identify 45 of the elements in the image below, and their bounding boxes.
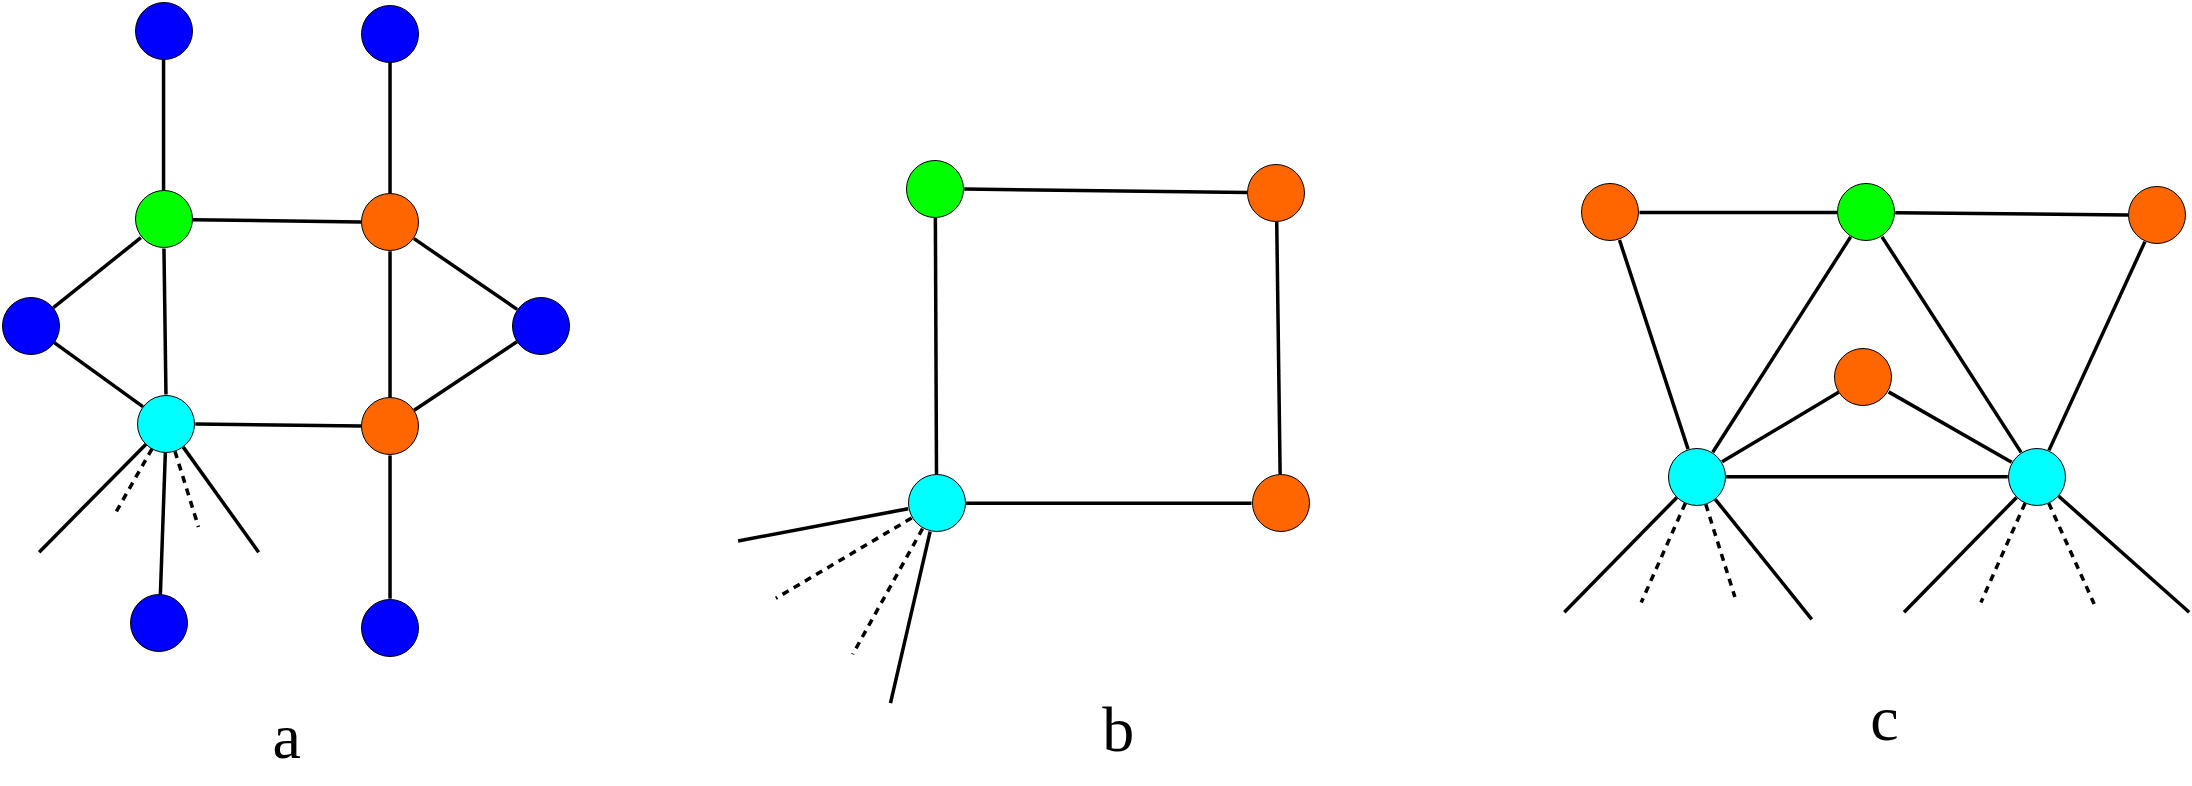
line (195, 422, 362, 428)
line (413, 340, 518, 412)
line (161, 59, 166, 191)
dashed-line (1704, 503, 1737, 598)
dashed-line (173, 450, 201, 528)
line (181, 446, 261, 554)
line (965, 501, 1252, 505)
dashed-line (774, 516, 913, 600)
line (933, 217, 939, 475)
line (388, 455, 392, 599)
line (737, 506, 909, 543)
dashed-line (1639, 502, 1687, 604)
panel-label: c (1870, 686, 1899, 751)
line (888, 531, 932, 704)
line (1713, 498, 1814, 621)
line (162, 248, 168, 395)
line (1726, 474, 2008, 479)
circle-node (1668, 447, 1727, 506)
line (1639, 210, 1838, 215)
line (1895, 211, 2129, 217)
line (2057, 494, 2191, 614)
line (53, 341, 144, 409)
panel-label: b (1102, 697, 1135, 762)
line (192, 218, 362, 224)
line (1617, 239, 1690, 450)
line (412, 237, 519, 311)
line (964, 187, 1248, 195)
line (1275, 221, 1282, 475)
line (388, 62, 392, 194)
dashed-line (1979, 502, 2027, 604)
line (1721, 390, 1840, 464)
line (1880, 235, 2023, 454)
panel-label: a (272, 704, 301, 769)
line (388, 251, 392, 398)
line (158, 452, 168, 595)
dashed-line (2047, 502, 2096, 605)
line (1711, 235, 1853, 454)
line (1902, 496, 2018, 614)
line (37, 442, 148, 554)
line (52, 236, 142, 309)
circle-node (2007, 447, 2066, 506)
line (2047, 240, 2147, 452)
line (1563, 496, 1679, 614)
line (1887, 390, 2013, 464)
dashed-line (851, 527, 925, 656)
